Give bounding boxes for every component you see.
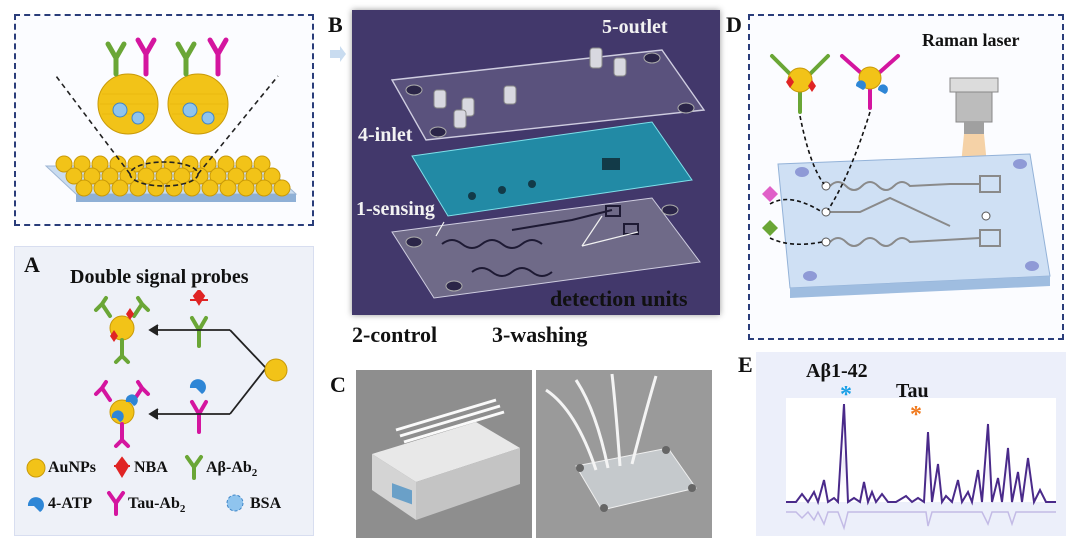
abeta-antibody-icon [190, 316, 208, 348]
raman-spectrum-graphic [786, 398, 1056, 531]
raman-laser-label: Raman laser [922, 30, 1020, 50]
label-washing: 3-washing [492, 322, 588, 347]
aunp-substrate-graphic [44, 37, 298, 202]
probe-assembly-graphic [94, 290, 288, 448]
panel-d-letter: D [726, 12, 742, 37]
legend-bsa: BSA [250, 495, 282, 512]
atp-legend-icon [27, 497, 44, 512]
probes-title: Double signal probes [70, 266, 249, 288]
arrow-icon [330, 46, 346, 62]
legend-aunps: AuNPs [48, 459, 97, 476]
panel-b-chip-render [352, 10, 720, 315]
peak-tau-star: * [910, 402, 922, 428]
aunp-icon [264, 358, 288, 382]
panel-d-scheme [748, 14, 1064, 340]
label-inlet: 4-inlet [358, 124, 413, 146]
atp-molecule-icon [189, 379, 206, 394]
syringe-pump-photo [356, 370, 532, 538]
spectrum-line [786, 403, 1056, 506]
peak-abeta-label: Aβ1-42 [806, 360, 868, 382]
label-sensing: 1-sensing [356, 198, 435, 220]
label-outlet: 5-outlet [602, 16, 668, 38]
tau-legend-icon [107, 491, 125, 516]
reagent-diamond-green [762, 220, 778, 236]
panel-a-probes-box [14, 246, 314, 536]
bsa-legend-icon [226, 494, 244, 512]
nba-legend-icon [114, 456, 130, 478]
nba-molecule-icon [190, 290, 208, 306]
panel-c-letter: C [330, 372, 346, 397]
panel-b-letter: B [328, 12, 343, 37]
reagent-diamond-magenta [762, 186, 778, 202]
label-detection-units: detection units [550, 286, 688, 311]
abeta-probe-icon [94, 296, 150, 364]
legend-atp: 4-ATP [48, 495, 93, 512]
abeta-legend-icon [185, 455, 203, 480]
panel-e-letter: E [738, 352, 753, 377]
panel-a-letter: A [24, 252, 40, 277]
tau-probe-icon [94, 380, 150, 448]
panel-a-top-illustration [14, 14, 314, 226]
label-control: 2-control [352, 322, 438, 347]
aunps-legend-icon [26, 458, 46, 478]
legend-abeta: Aβ-Ab2 [206, 459, 258, 480]
legend-nba: NBA [134, 459, 168, 476]
tau-antibody-icon [190, 400, 208, 434]
microfluidic-chip-photo [536, 370, 712, 538]
peak-tau-label: Tau [896, 380, 929, 402]
legend-tau: Tau-Ab2 [128, 495, 186, 516]
peak-abeta-star: * [840, 382, 852, 408]
